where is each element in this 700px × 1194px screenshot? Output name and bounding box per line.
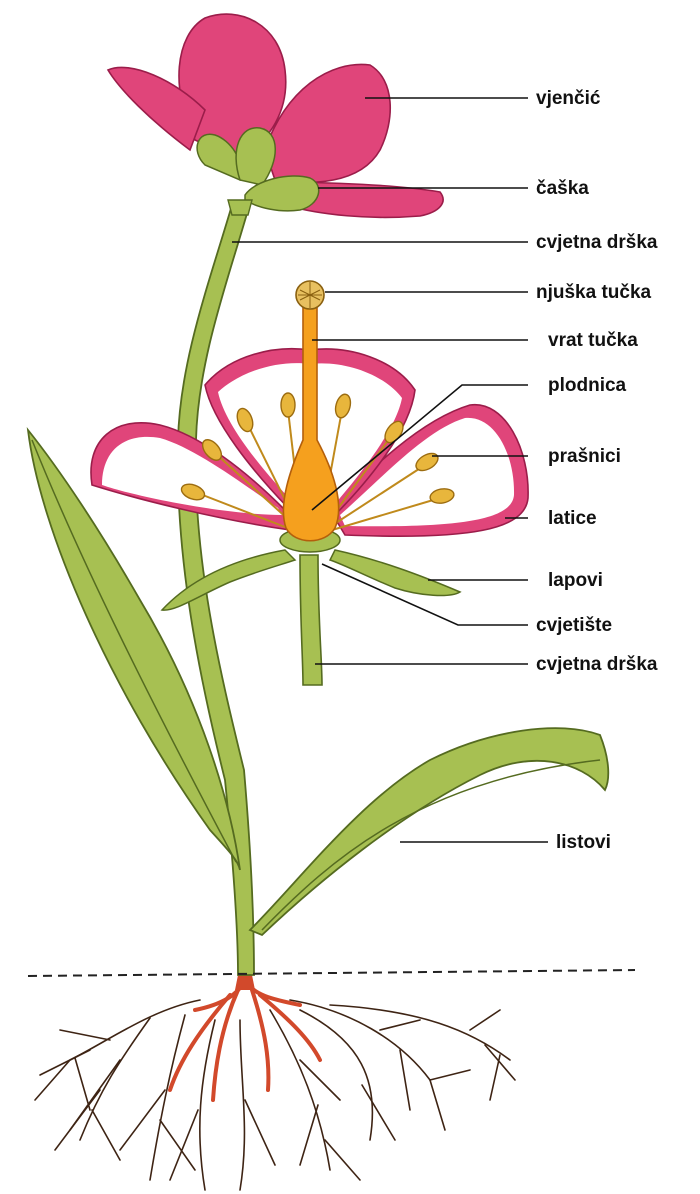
label-cvjetiste: cvjetište [536,615,612,636]
label-cvjetna-drska-top: cvjetna drška [536,232,658,253]
ground-line [28,970,635,976]
label-cvjetna-drska-bottom: cvjetna drška [536,654,658,675]
label-vrat-tucka: vrat tučka [548,330,638,351]
label-latice: latice [548,508,597,529]
label-prasnici: prašnici [548,446,621,467]
label-caska: čaška [536,178,589,199]
label-njuska-tucka: njuška tučka [536,282,652,303]
leaf-right [250,728,608,935]
label-lapovi: lapovi [548,570,603,591]
label-listovi: listovi [556,832,611,853]
top-flower [108,14,443,217]
label-plodnica: plodnica [548,375,627,396]
roots [35,965,515,1190]
label-vjencic: vjenčić [536,88,601,109]
